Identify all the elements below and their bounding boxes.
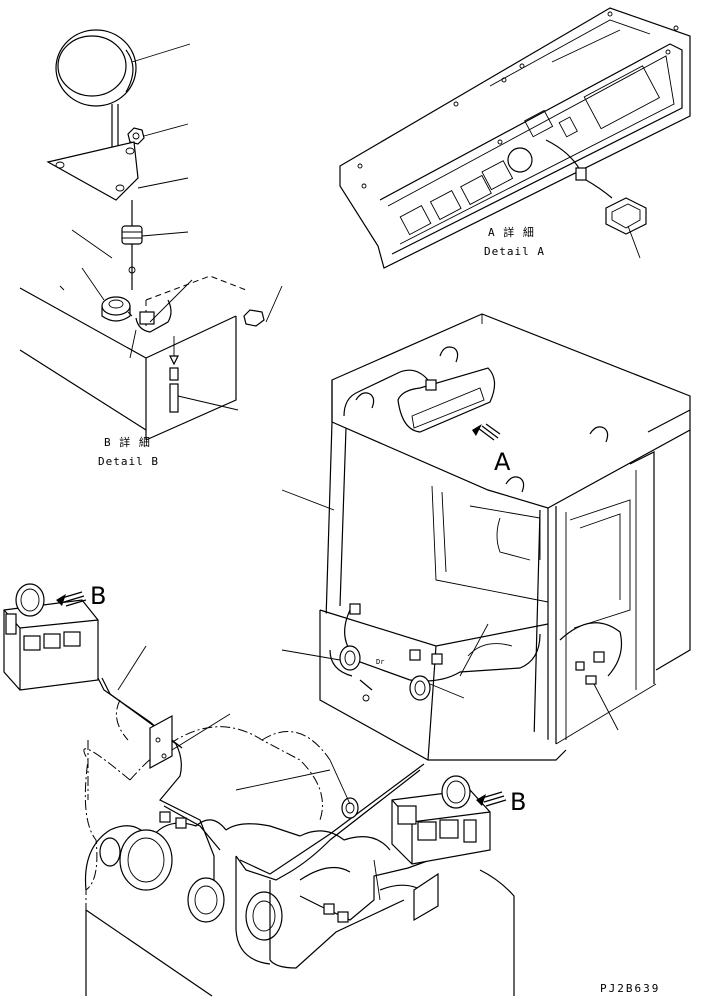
detail-b-assembly	[19, 29, 283, 441]
nut-icon	[127, 127, 145, 145]
clip-nut-icon	[243, 309, 265, 327]
view-a-label: A	[494, 448, 511, 476]
lamp-assembly-left	[3, 583, 99, 691]
operator-cab: Dr	[281, 313, 691, 761]
view-b-bottom-label: B	[510, 788, 526, 816]
detail-a-caption-en: Detail A	[484, 245, 545, 258]
view-a-arrow-icon	[472, 423, 501, 441]
view-b-top-label: B	[90, 582, 106, 610]
work-lamp-icon	[55, 29, 137, 172]
drawing-code: PJ2B639	[600, 982, 660, 995]
detail-b-caption-jp: B 詳 細	[104, 435, 151, 449]
view-b-arrow-top-icon	[56, 591, 87, 607]
detail-b-caption-en: Detail B	[98, 455, 159, 468]
cab-grommet-icon	[339, 645, 431, 701]
detail-a-caption-jp: A 詳 細	[488, 225, 535, 239]
lamp-assembly-right	[391, 775, 491, 865]
fender-box-outline	[19, 275, 247, 441]
view-b-arrow-bottom-icon	[476, 791, 507, 807]
svg-text:Dr: Dr	[376, 658, 384, 666]
machine-body	[83, 645, 515, 997]
grommet-icon	[101, 296, 131, 322]
rubber-bushing-icon	[121, 225, 143, 245]
mounting-bracket-icon	[46, 141, 139, 201]
rocker-switch-icon	[605, 197, 647, 235]
detail-a-dash-panel	[339, 7, 691, 269]
